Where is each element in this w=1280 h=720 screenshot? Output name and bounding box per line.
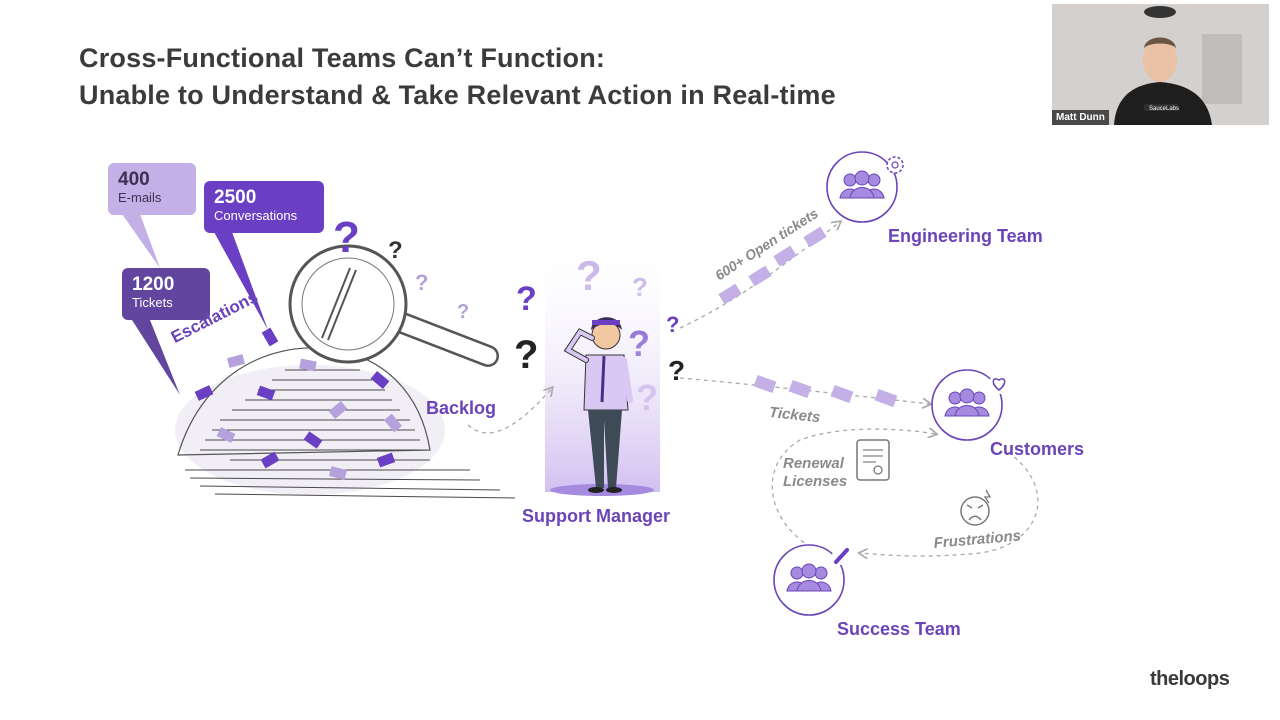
conversations-label: Conversations [214,208,298,223]
conversations-count: 2500 [214,187,257,208]
svg-text:?: ? [333,213,360,262]
renewal-note-line2: Licenses [783,473,848,490]
slide-title-line2: Unable to Understand & Take Relevant Act… [79,80,836,110]
svg-text:?: ? [668,355,685,386]
frustrations-loop-arrow [860,451,1039,556]
success-team-label: Success Team [837,619,961,639]
renewal-loop-arrow [771,429,936,561]
customers-label: Customers [990,439,1085,459]
conversations-callout-pointer [214,232,268,330]
frustrated-face-icon [960,489,992,526]
svg-text:?: ? [415,270,428,295]
tickets-label: Tickets [132,295,173,310]
ticket-icon [753,374,898,408]
participant-name: Matt Dunn [1052,110,1109,125]
svg-text:?: ? [666,312,679,337]
support-manager-figure [563,317,633,493]
emails-callout-pointer [122,214,160,268]
backlog-arrow [467,388,552,434]
team-icon [839,170,885,199]
emails-label: E-mails [118,190,162,205]
success-team-node[interactable] [773,544,850,616]
gear-icon [886,156,904,174]
magnifying-glass-icon [288,244,499,367]
webcam-feed: SauceLabs [1052,4,1269,125]
tickets-count: 1200 [132,274,175,295]
backlog-label: Backlog [426,398,497,418]
engineering-team-node[interactable] [826,151,904,223]
slide-title-line1: Cross-Functional Teams Can’t Function: [79,43,606,73]
renewal-note-line1: Renewal [783,455,844,472]
tickets-stat-callout: 1200 Tickets [122,268,210,320]
engineering-team-label: Engineering Team [888,226,1043,246]
svg-text:?: ? [388,237,403,264]
pencil-icon [832,547,850,565]
emails-stat-callout: 400 E-mails [108,163,196,215]
team-icon [944,388,990,417]
heart-icon [989,374,1009,394]
customers-node[interactable] [931,369,1009,441]
svg-text:?: ? [457,301,469,323]
webcam-video: SauceLabs Matt Dunn [1052,4,1269,125]
svg-text:?: ? [514,333,538,377]
shirt-logo: SauceLabs [1149,106,1179,112]
slide-title: Cross-Functional Teams Can’t Function: U… [79,40,836,114]
brand-logo: theloops [1150,668,1230,690]
ticket-icon [718,226,827,305]
tickets-callout-pointer [132,320,180,395]
conversations-stat-callout: 2500 Conversations [204,181,324,233]
renewal-note: Renewal Licenses [783,455,847,491]
svg-text:?: ? [516,280,537,318]
team-icon [786,563,832,592]
emails-count: 400 [118,169,150,190]
support-manager-label: Support Manager [522,506,671,526]
certificate-icon [856,439,890,481]
